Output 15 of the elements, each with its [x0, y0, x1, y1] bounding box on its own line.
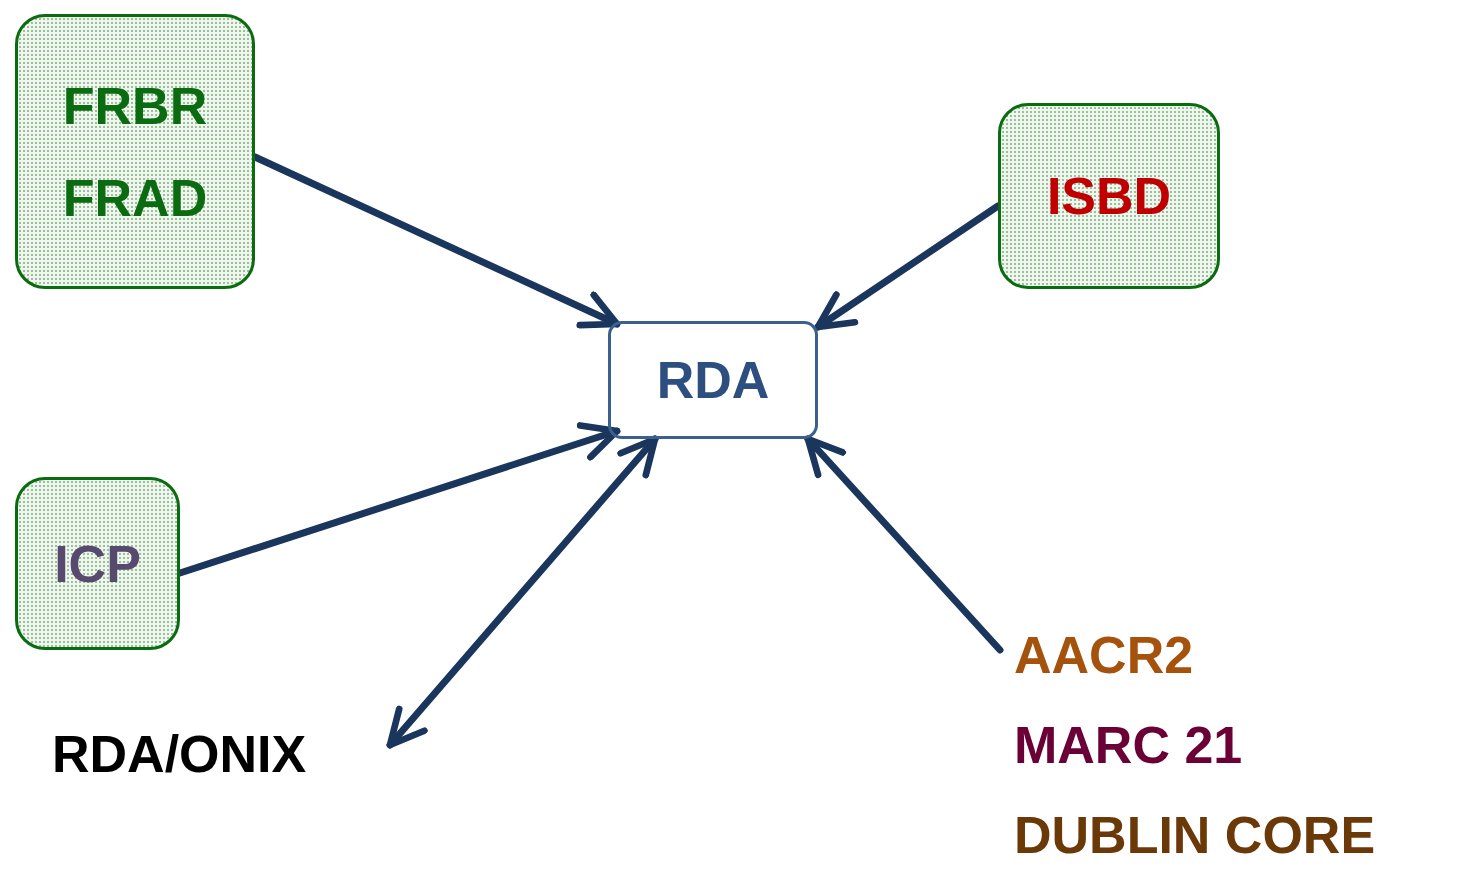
node-label: FRBR — [62, 75, 208, 137]
node-label: RDA/ONIX — [52, 724, 307, 785]
node-label: AACR2 — [1014, 625, 1194, 686]
node-label: FRAD — [62, 167, 208, 229]
rounded-box — [608, 321, 818, 439]
node-label: MARC 21 — [1014, 715, 1243, 776]
rounded-box — [15, 477, 180, 650]
node-label: ISBD — [1046, 166, 1172, 226]
node-label: DUBLIN CORE — [1014, 805, 1376, 866]
rounded-box — [998, 103, 1220, 289]
rounded-box — [15, 14, 255, 289]
arrow — [386, 435, 659, 749]
node-label: ICP — [54, 533, 141, 594]
node-label: RDA — [656, 350, 770, 410]
arrow — [804, 435, 1004, 654]
